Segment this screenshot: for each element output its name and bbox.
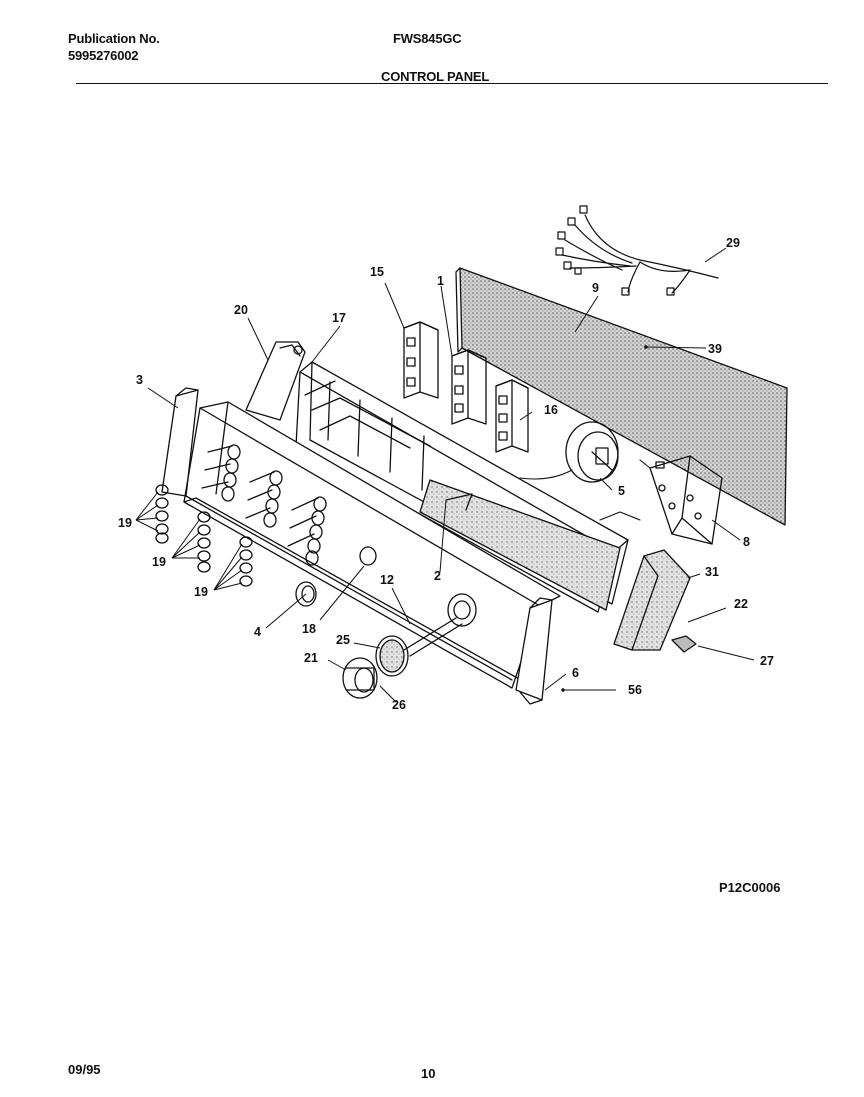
callout-3: 3 — [136, 373, 143, 387]
callout-labels: 1 2 3 4 5 6 8 9 12 15 16 17 18 19 19 19 … — [118, 236, 774, 712]
callout-19-a: 19 — [118, 516, 132, 530]
callout-12: 12 — [380, 573, 394, 587]
callout-6: 6 — [572, 666, 579, 680]
diagram-code: P12C0006 — [719, 880, 781, 895]
wiring-harness-part — [555, 205, 719, 296]
knob-part — [342, 657, 378, 699]
callout-5: 5 — [618, 484, 625, 498]
callout-15: 15 — [370, 265, 384, 279]
callout-26: 26 — [392, 698, 406, 712]
callout-20: 20 — [234, 303, 248, 317]
switch-module-16 — [495, 379, 529, 453]
right-bracket-part — [613, 549, 691, 651]
callout-27: 27 — [760, 654, 774, 668]
shaft-part — [403, 617, 463, 657]
callout-25: 25 — [336, 633, 350, 647]
callout-21: 21 — [304, 651, 318, 665]
section-title: CONTROL PANEL — [381, 69, 490, 84]
callout-16: 16 — [544, 403, 558, 417]
switch-module-15 — [403, 321, 439, 399]
left-bracket-part — [245, 341, 306, 421]
callout-8: 8 — [743, 535, 750, 549]
left-endcap-part — [161, 387, 199, 497]
callout-22: 22 — [734, 597, 748, 611]
publication-number: 5995276002 — [68, 48, 139, 63]
right-endcap-part — [515, 597, 553, 705]
callout-18: 18 — [302, 622, 316, 636]
callout-1: 1 — [437, 274, 444, 288]
callout-31: 31 — [705, 565, 719, 579]
header-rule — [76, 83, 828, 84]
callout-19-c: 19 — [194, 585, 208, 599]
dial-plate-part — [375, 635, 409, 677]
callout-29: 29 — [726, 236, 740, 250]
callout-leaders — [135, 247, 755, 703]
publication-date: 09/95 — [68, 1062, 101, 1077]
lower-strip-part — [419, 479, 621, 611]
button-group-left — [155, 484, 253, 587]
model-number: FWS845GC — [393, 31, 462, 46]
callout-19-b: 19 — [152, 555, 166, 569]
switch-module-1 — [451, 349, 487, 425]
callout-39: 39 — [708, 342, 722, 356]
control-box-part — [649, 455, 723, 545]
timer-motor-part — [565, 421, 619, 483]
callout-4: 4 — [254, 625, 261, 639]
page-number: 10 — [421, 1066, 436, 1081]
lever-part — [445, 493, 473, 511]
callout-2: 2 — [434, 569, 441, 583]
callout-9: 9 — [592, 281, 599, 295]
callout-56: 56 — [628, 683, 642, 697]
publication-label: Publication No. — [68, 31, 160, 46]
callout-17: 17 — [332, 311, 346, 325]
clip-part — [671, 635, 697, 653]
